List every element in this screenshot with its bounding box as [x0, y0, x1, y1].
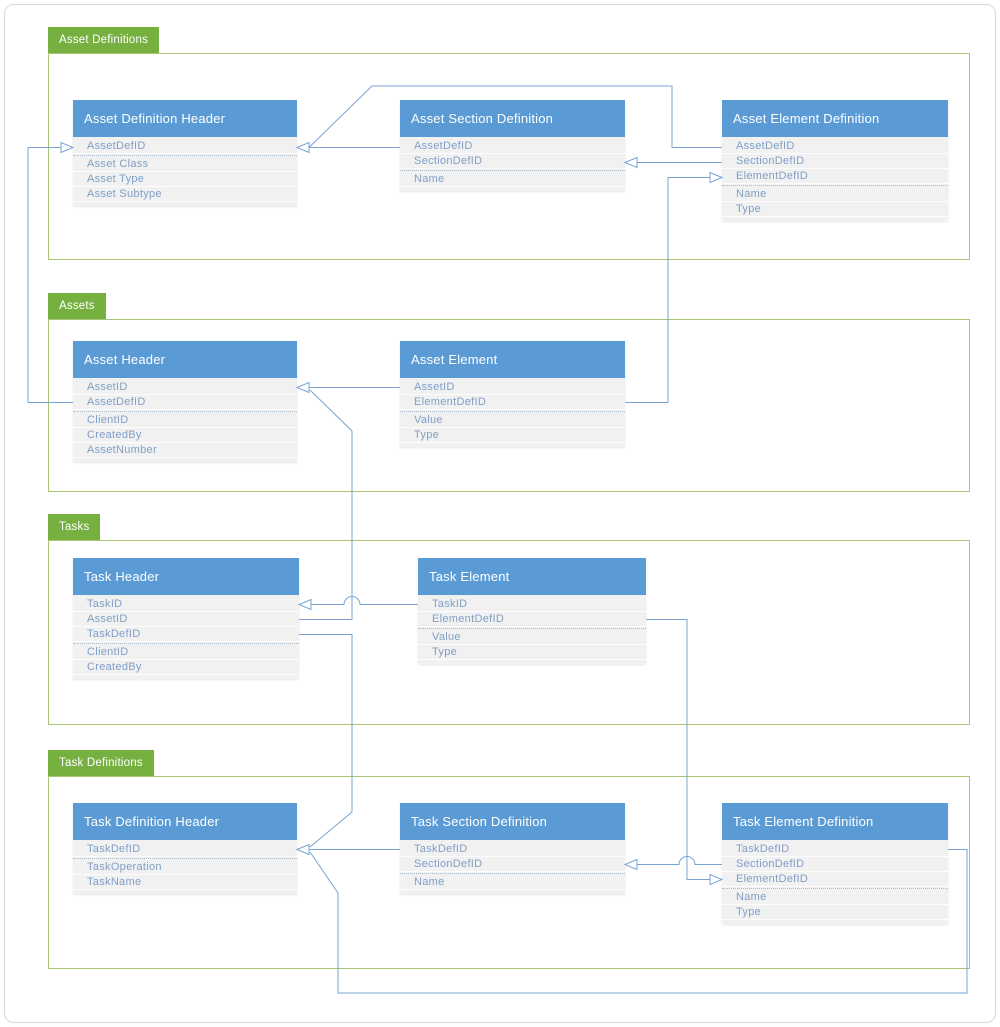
- key-field-row: AssetDefID: [73, 139, 297, 154]
- key-separator: [73, 154, 297, 157]
- field-row: AssetNumber: [73, 443, 297, 458]
- entity-title: Asset Header: [73, 341, 297, 378]
- group-label-assets[interactable]: Assets: [48, 293, 106, 319]
- entity-body: TaskDefID SectionDefID ElementDefID Name…: [722, 840, 948, 924]
- entity-asset-element-definition[interactable]: Asset Element Definition AssetDefID Sect…: [722, 100, 948, 221]
- entity-body: TaskDefID SectionDefID Name: [400, 840, 625, 894]
- entity-body: TaskID ElementDefID Value Type: [418, 595, 646, 664]
- entity-asset-header[interactable]: Asset Header AssetID AssetDefID ClientID…: [73, 341, 297, 462]
- entity-body: TaskID AssetID TaskDefID ClientID Create…: [73, 595, 299, 679]
- field-row: Asset Type: [73, 172, 297, 187]
- key-field-row: AssetDefID: [400, 139, 625, 154]
- field-row: Value: [418, 630, 646, 645]
- key-separator: [722, 887, 948, 890]
- entity-title: Task Section Definition: [400, 803, 625, 840]
- key-field-row: ElementDefID: [722, 872, 948, 887]
- group-label-tasks[interactable]: Tasks: [48, 514, 101, 540]
- field-row: ClientID: [73, 413, 297, 428]
- key-field-row: SectionDefID: [400, 857, 625, 872]
- key-field-row: ElementDefID: [722, 169, 948, 184]
- key-field-row: SectionDefID: [722, 857, 948, 872]
- key-separator: [400, 410, 625, 413]
- entity-task-section-definition[interactable]: Task Section Definition TaskDefID Sectio…: [400, 803, 625, 894]
- entity-asset-definition-header[interactable]: Asset Definition Header AssetDefID Asset…: [73, 100, 297, 206]
- field-row: Type: [722, 202, 948, 217]
- entity-title: Task Element: [418, 558, 646, 595]
- key-separator: [400, 872, 625, 875]
- entity-body: TaskDefID TaskOperation TaskName: [73, 840, 297, 894]
- field-row: Asset Class: [73, 157, 297, 172]
- key-field-row: AssetID: [73, 380, 297, 395]
- key-field-row: TaskDefID: [73, 627, 299, 642]
- group-label-asset-definitions[interactable]: Asset Definitions: [48, 27, 160, 53]
- field-row: Name: [722, 890, 948, 905]
- field-row: Name: [722, 187, 948, 202]
- key-separator: [400, 169, 625, 172]
- entity-title: Task Element Definition: [722, 803, 948, 840]
- field-row: CreatedBy: [73, 428, 297, 443]
- field-row: Type: [418, 645, 646, 660]
- entity-asset-element[interactable]: Asset Element AssetID ElementDefID Value…: [400, 341, 625, 447]
- key-separator: [722, 184, 948, 187]
- key-separator: [73, 857, 297, 860]
- group-box-assets: [48, 319, 970, 492]
- key-field-row: TaskDefID: [73, 842, 297, 857]
- field-row: ClientID: [73, 645, 299, 660]
- entity-body: AssetDefID SectionDefID ElementDefID Nam…: [722, 137, 948, 221]
- field-row: Name: [400, 172, 625, 187]
- entity-title: Asset Element Definition: [722, 100, 948, 137]
- entity-task-definition-header[interactable]: Task Definition Header TaskDefID TaskOpe…: [73, 803, 297, 894]
- entity-body: AssetDefID Asset Class Asset Type Asset …: [73, 137, 297, 206]
- field-row: Asset Subtype: [73, 187, 297, 202]
- key-field-row: AssetDefID: [73, 395, 297, 410]
- group-label-task-definitions[interactable]: Task Definitions: [48, 750, 154, 776]
- key-field-row: SectionDefID: [400, 154, 625, 169]
- key-separator: [418, 627, 646, 630]
- key-field-row: ElementDefID: [418, 612, 646, 627]
- entity-title: Asset Definition Header: [73, 100, 297, 137]
- group-box-tasks: [48, 540, 970, 725]
- entity-title: Asset Section Definition: [400, 100, 625, 137]
- entity-task-header[interactable]: Task Header TaskID AssetID TaskDefID Cli…: [73, 558, 299, 679]
- key-field-row: AssetID: [73, 612, 299, 627]
- field-row: Type: [722, 905, 948, 920]
- entity-asset-section-definition[interactable]: Asset Section Definition AssetDefID Sect…: [400, 100, 625, 191]
- entity-body: AssetDefID SectionDefID Name: [400, 137, 625, 191]
- key-field-row: AssetID: [400, 380, 625, 395]
- entity-body: AssetID ElementDefID Value Type: [400, 378, 625, 447]
- field-row: Value: [400, 413, 625, 428]
- entity-title: Asset Element: [400, 341, 625, 378]
- field-row: TaskOperation: [73, 860, 297, 875]
- key-field-row: TaskDefID: [722, 842, 948, 857]
- entity-task-element-definition[interactable]: Task Element Definition TaskDefID Sectio…: [722, 803, 948, 924]
- entity-task-element[interactable]: Task Element TaskID ElementDefID Value T…: [418, 558, 646, 664]
- key-field-row: TaskID: [73, 597, 299, 612]
- field-row: CreatedBy: [73, 660, 299, 675]
- key-field-row: SectionDefID: [722, 154, 948, 169]
- field-row: TaskName: [73, 875, 297, 890]
- key-separator: [73, 642, 299, 645]
- key-separator: [73, 410, 297, 413]
- key-field-row: ElementDefID: [400, 395, 625, 410]
- key-field-row: AssetDefID: [722, 139, 948, 154]
- entity-title: Task Definition Header: [73, 803, 297, 840]
- entity-title: Task Header: [73, 558, 299, 595]
- field-row: Name: [400, 875, 625, 890]
- entity-body: AssetID AssetDefID ClientID CreatedBy As…: [73, 378, 297, 462]
- key-field-row: TaskID: [418, 597, 646, 612]
- key-field-row: TaskDefID: [400, 842, 625, 857]
- field-row: Type: [400, 428, 625, 443]
